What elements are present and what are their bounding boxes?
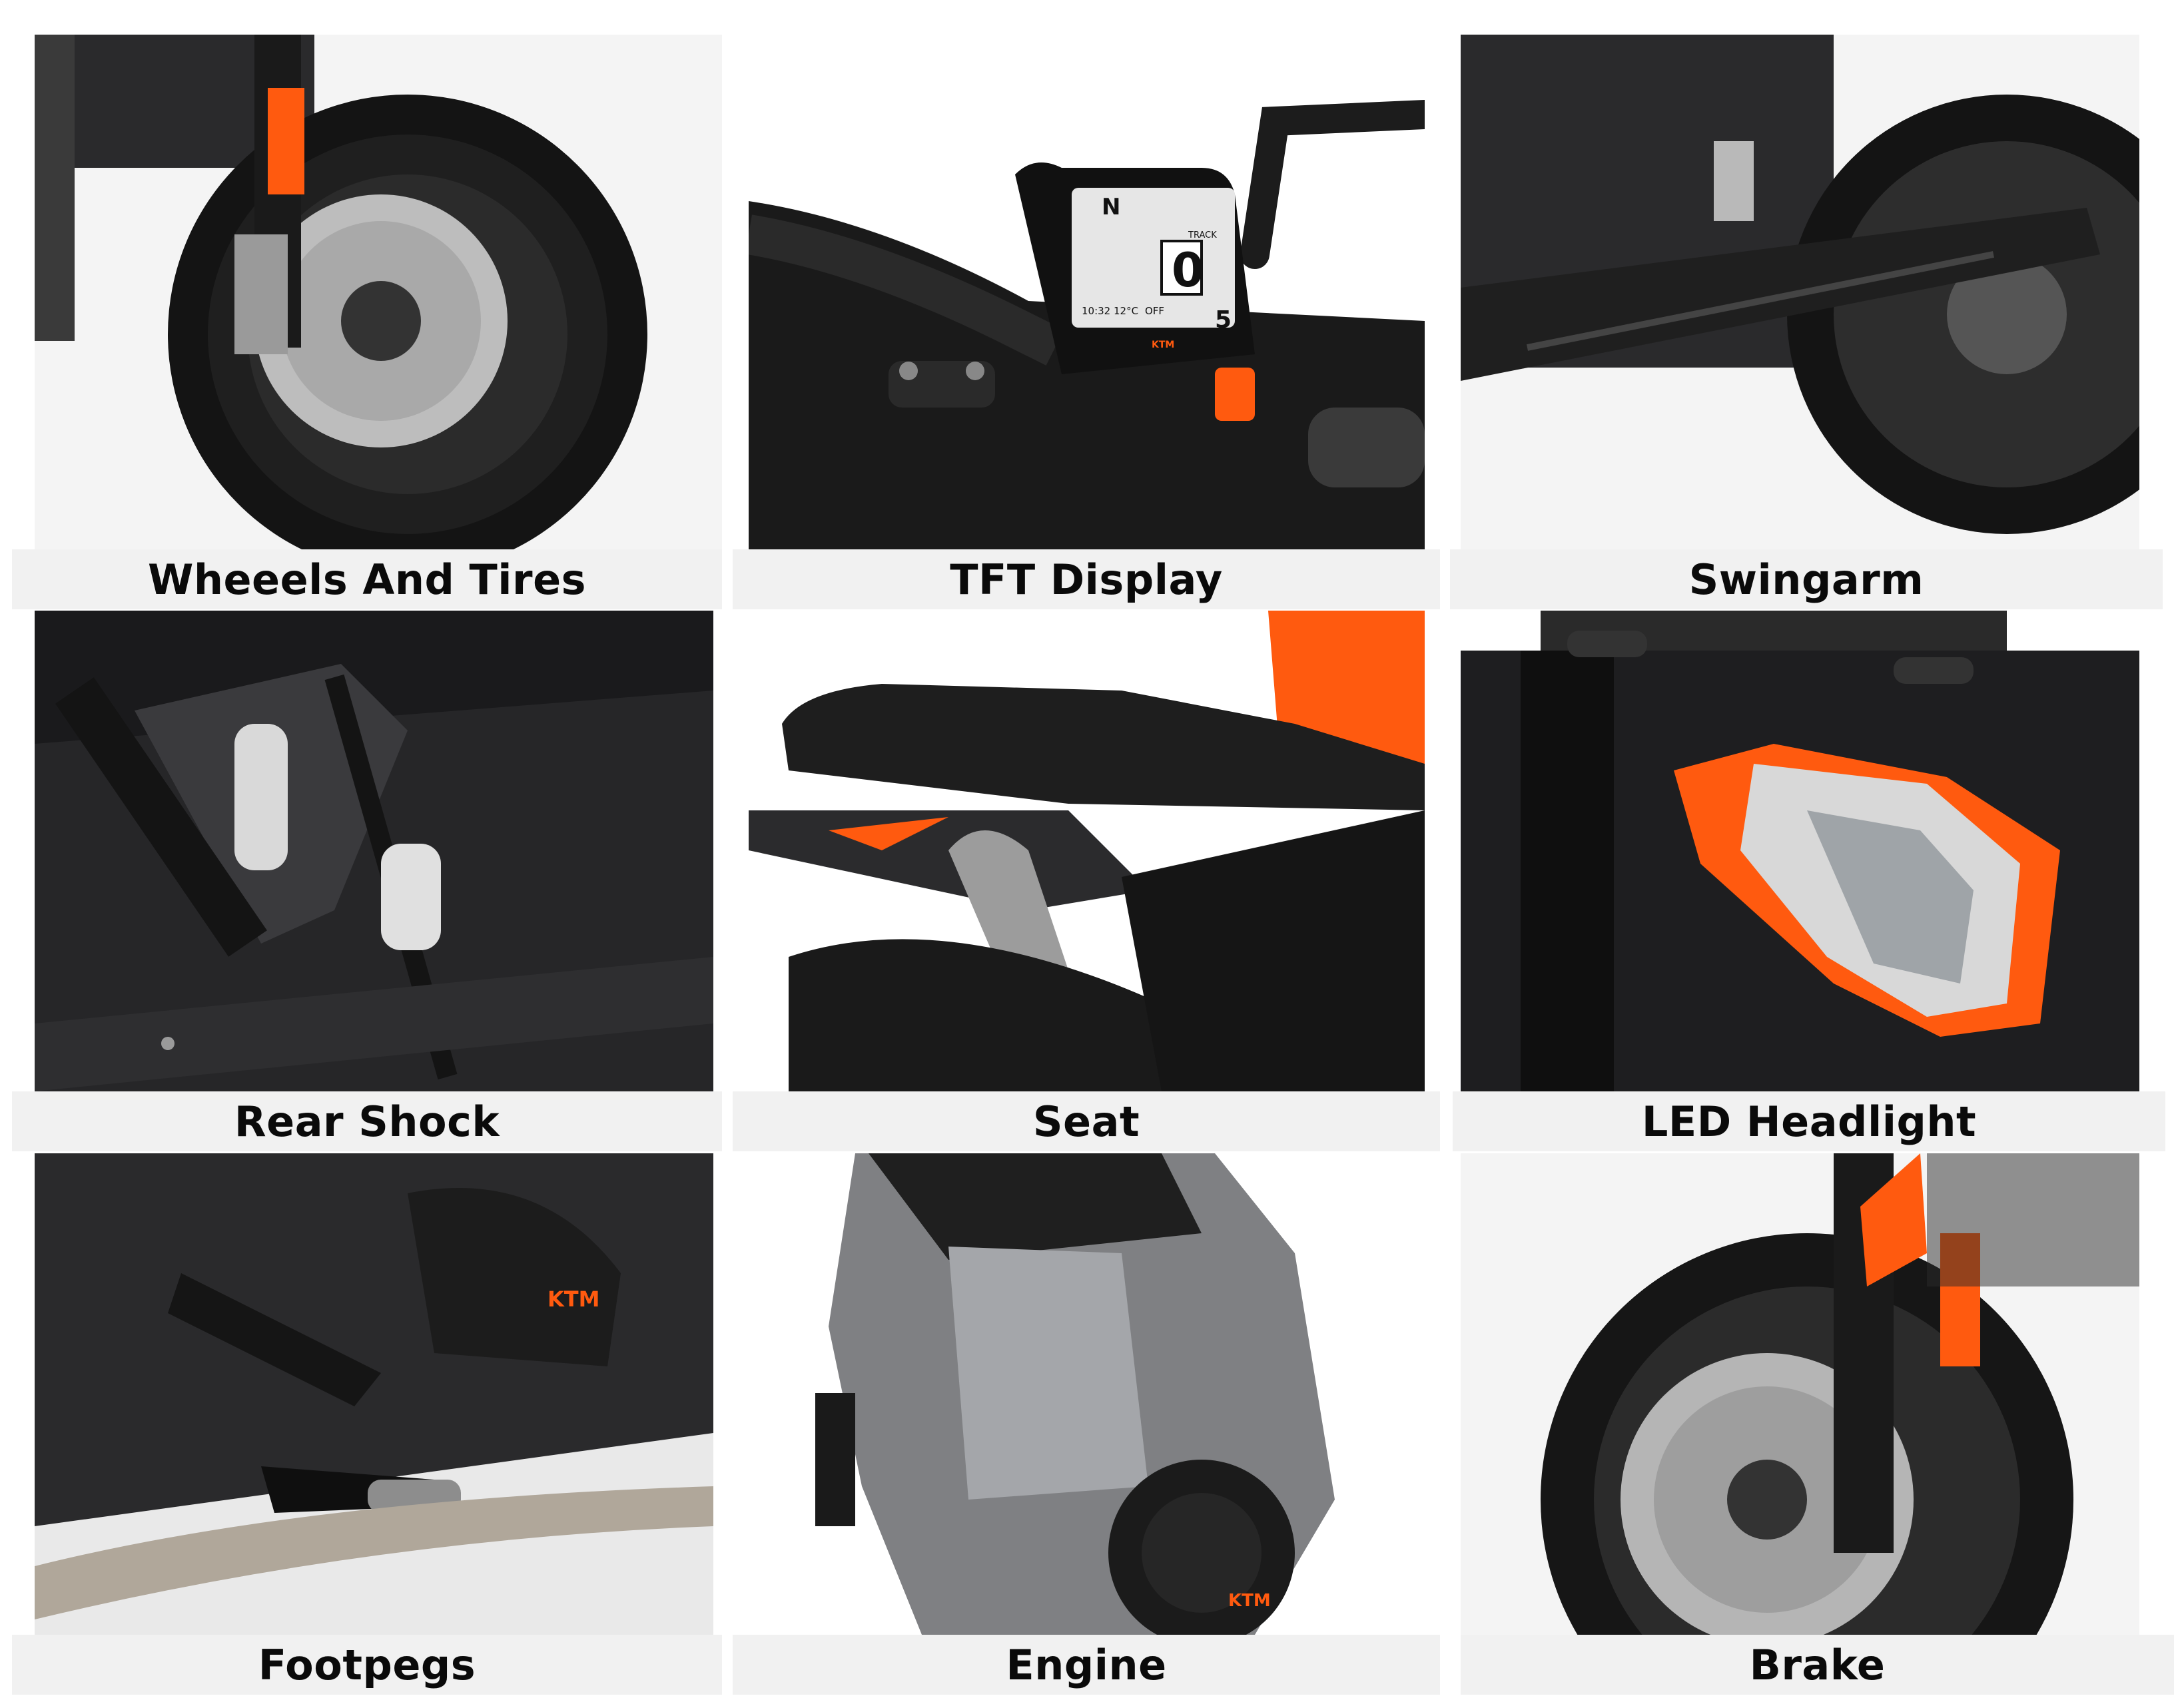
photo-led-headlight	[1461, 611, 2139, 1091]
footpegs-image: KTM	[35, 1153, 713, 1635]
clock-readout: 10:32	[1082, 305, 1110, 317]
caption-wheels-and-tires: Wheeels And Tires	[12, 549, 722, 609]
track-mode-label: TRACK	[1188, 230, 1217, 240]
brake-image	[1461, 1153, 2139, 1635]
caption-led-headlight: LED Headlight	[1453, 1091, 2165, 1151]
ride-mode-readout: 5	[1215, 306, 1232, 334]
rear-shock-image	[35, 611, 713, 1091]
photo-tft-display: N 0 TRACK 10:32 12°C OFF 5 KTM	[749, 35, 1425, 549]
caption-brake: Brake	[1461, 1635, 2174, 1695]
photo-engine: KTM	[749, 1153, 1425, 1635]
engine-image: KTM	[749, 1153, 1425, 1635]
big-gear-readout: 0	[1172, 243, 1204, 298]
mode-value-readout: OFF	[1145, 305, 1164, 317]
caption-seat: Seat	[733, 1091, 1440, 1151]
front-wheel-image	[35, 35, 722, 549]
photo-wheels-and-tires	[35, 35, 722, 549]
led-headlight-image	[1461, 611, 2139, 1091]
caption-footpegs: Footpegs	[12, 1635, 722, 1695]
photo-rear-shock	[35, 611, 713, 1091]
gear-indicator: N	[1102, 194, 1120, 220]
photo-swingarm	[1461, 35, 2139, 549]
swingarm-image	[1461, 35, 2139, 549]
photo-footpegs: KTM	[35, 1153, 713, 1635]
ktm-logo: KTM	[1152, 340, 1174, 350]
photo-brake	[1461, 1153, 2139, 1635]
tft-dashboard-image: N 0 TRACK 10:32 12°C OFF 5 KTM	[749, 35, 1425, 549]
crankcase-logo: KTM	[1228, 1591, 1271, 1611]
caption-swingarm: Swingarm	[1450, 549, 2163, 609]
seat-image	[749, 611, 1425, 1091]
temperature-readout: 12°C	[1114, 305, 1138, 317]
caption-tft-display: TFT Display	[733, 549, 1440, 609]
caption-engine: Engine	[733, 1635, 1440, 1695]
engine-cover-logo: KTM	[547, 1286, 599, 1312]
caption-rear-shock: Rear Shock	[12, 1091, 722, 1151]
photo-seat	[749, 611, 1425, 1091]
